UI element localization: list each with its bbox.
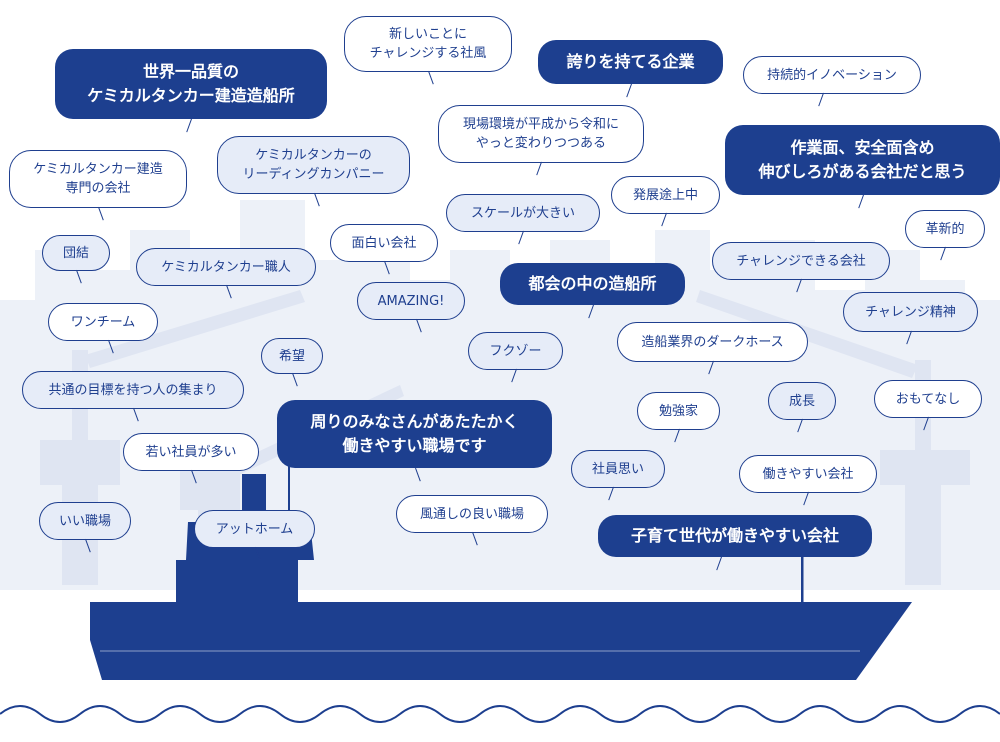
bubble-new-challenge: 新しいことに チャレンジする社風 xyxy=(344,16,512,72)
bubble-proud-company: 誇りを持てる企業 xyxy=(538,40,723,84)
bubble-room-to-grow: 作業面、安全面含め 伸びしろがある会社だと思う xyxy=(725,125,1000,195)
bubble-good-workplace: いい職場 xyxy=(39,502,131,540)
bubble-hospitality: おもてなし xyxy=(874,380,982,418)
bubble-workplace-change: 現場環境が平成から令和に やっと変わりつつある xyxy=(438,105,644,163)
bubble-growth: 成長 xyxy=(768,382,836,420)
bubble-interesting: 面白い会社 xyxy=(330,224,438,262)
bubble-urban-shipyard: 都会の中の造船所 xyxy=(500,263,685,305)
bubble-specialist: ケミカルタンカー建造 専門の会社 xyxy=(9,150,187,208)
bubble-challenge-spirit: チャレンジ精神 xyxy=(843,292,978,332)
water-line xyxy=(0,706,1000,742)
bubble-easy-to-work: 働きやすい会社 xyxy=(739,455,877,493)
bubble-dark-horse: 造船業界のダークホース xyxy=(617,322,808,362)
bubble-unity: 団結 xyxy=(42,235,110,271)
bubble-can-challenge: チャレンジできる会社 xyxy=(712,242,890,280)
bubble-large-scale: スケールが大きい xyxy=(446,194,600,232)
bubble-sustainable-innovation: 持続的イノベーション xyxy=(743,56,921,94)
bubble-warm-people: 周りのみなさんがあたたかく 働きやすい職場です xyxy=(277,400,552,468)
bubble-hope: 希望 xyxy=(261,338,323,374)
bubble-innovative: 革新的 xyxy=(905,210,985,248)
bubble-homey: アットホーム xyxy=(194,510,315,548)
bubble-growing: 発展途上中 xyxy=(611,176,720,214)
bubble-craftsman: ケミカルタンカー職人 xyxy=(136,248,316,286)
bubble-one-team: ワンチーム xyxy=(48,303,158,341)
bubble-common-goal: 共通の目標を持つ人の集まり xyxy=(22,371,244,409)
bubble-open-workplace: 風通しの良い職場 xyxy=(396,495,548,533)
bubble-young-staff: 若い社員が多い xyxy=(123,433,259,471)
bubble-leading-company: ケミカルタンカーの リーディングカンパニー xyxy=(217,136,410,194)
bubble-cares-employees: 社員思い xyxy=(571,450,665,488)
bubble-world-quality: 世界一品質の ケミカルタンカー建造造船所 xyxy=(55,49,327,119)
bubble-parent-friendly: 子育て世代が働きやすい会社 xyxy=(598,515,872,557)
bubble-hardworking: 勉強家 xyxy=(637,392,720,430)
bubble-amazing: AMAZING! xyxy=(357,282,465,320)
bubble-fukuzo: フクゾー xyxy=(468,332,563,370)
